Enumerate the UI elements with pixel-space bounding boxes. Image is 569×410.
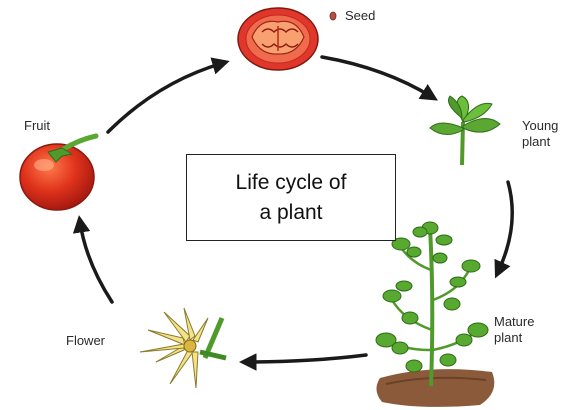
arrow-mature-to-flower (246, 355, 366, 362)
young-plant-label-line1: Young (522, 118, 558, 134)
flower-label-text: Flower (66, 333, 105, 349)
flower-icon (140, 308, 226, 388)
arrow-flower-to-fruit (80, 222, 112, 302)
title-line-1: Life cycle of (236, 168, 347, 198)
tomato-fruit-icon (20, 136, 96, 210)
arrow-young-to-mature (498, 182, 512, 272)
seed-label: Seed (345, 8, 375, 24)
young-plant-label: Young plant (522, 118, 558, 150)
title-box: Life cycle of a plant (186, 154, 396, 241)
tomato-slice-icon (238, 8, 318, 70)
mature-plant-label-line1: Mature (494, 314, 534, 330)
seedling-icon (430, 96, 500, 165)
mature-plant-label-line2: plant (494, 330, 534, 346)
mature-plant-icon (376, 222, 494, 407)
title-line-2: a plant (259, 198, 322, 228)
fruit-label: Fruit (24, 118, 50, 134)
seed-icon (330, 12, 336, 20)
young-plant-label-line2: plant (522, 134, 558, 150)
fruit-label-text: Fruit (24, 118, 50, 134)
mature-plant-label: Mature plant (494, 314, 534, 346)
arrow-fruit-to-seed (108, 63, 223, 132)
arrow-seed-to-young (322, 57, 432, 97)
flower-label: Flower (66, 333, 105, 349)
seed-label-text: Seed (345, 8, 375, 24)
